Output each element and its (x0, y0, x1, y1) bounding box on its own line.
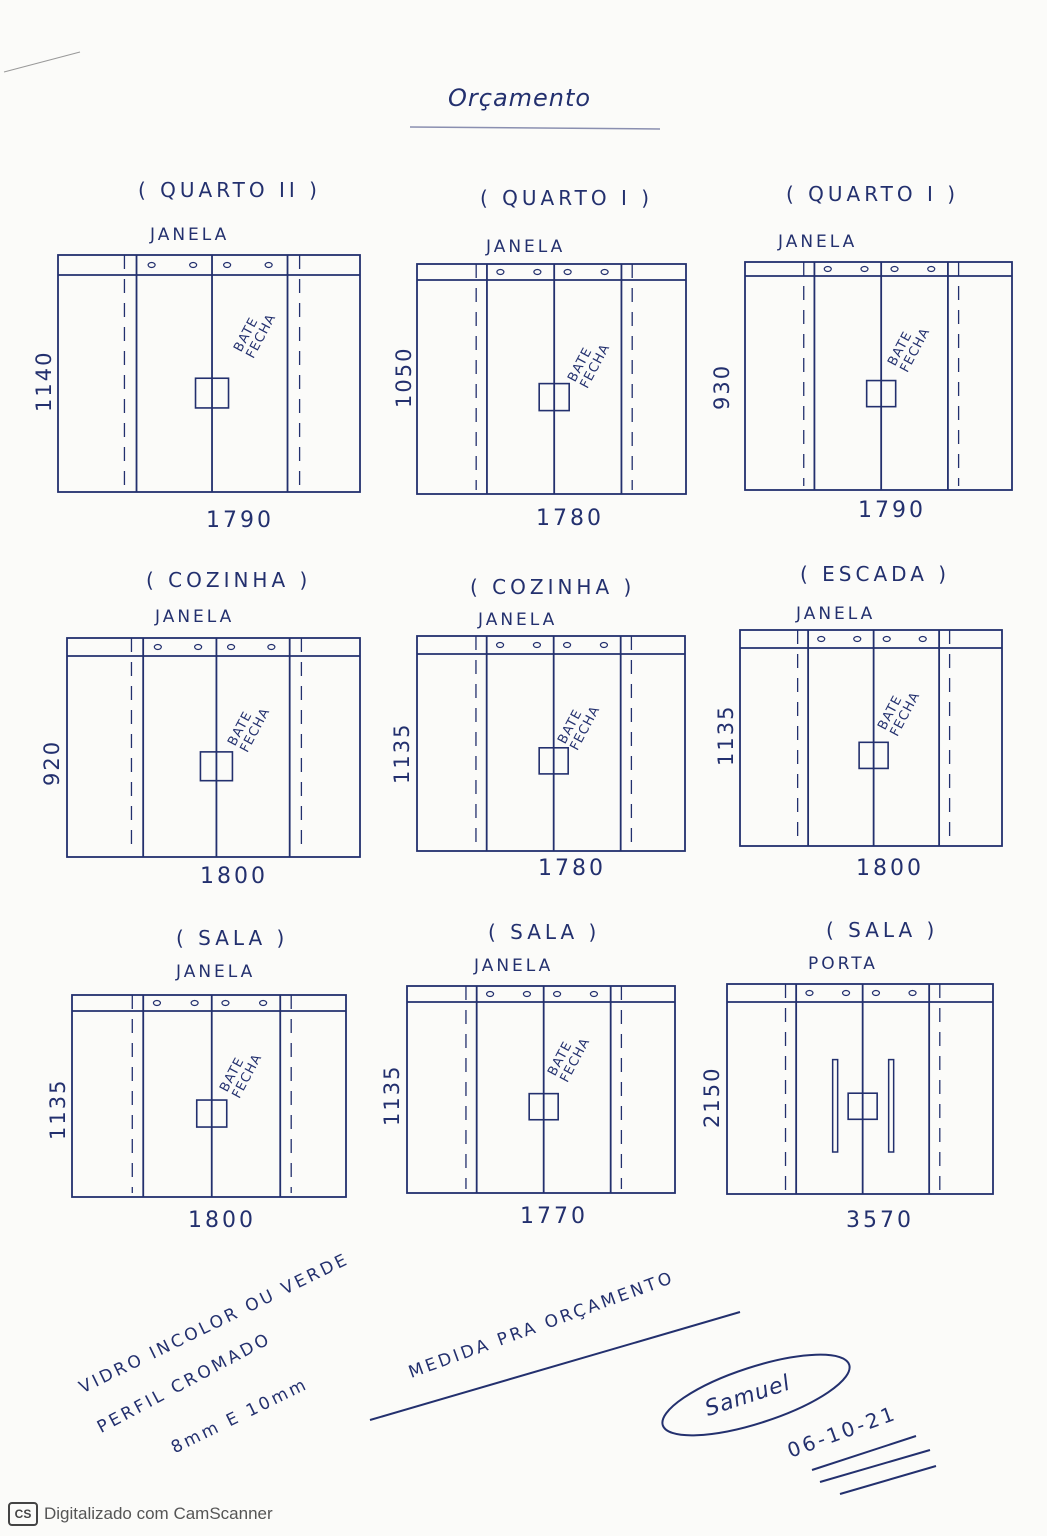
width-dimension: 1770 (520, 1204, 588, 1229)
width-dimension: 1790 (206, 508, 274, 533)
room-label: ( SALA ) (488, 920, 601, 944)
room-label: ( SALA ) (826, 918, 939, 942)
room-label: ( QUARTO I ) (480, 186, 654, 210)
window-sketch (416, 635, 686, 852)
door-sketch (726, 983, 994, 1195)
window-sketch (744, 261, 1013, 491)
page-heading: Orçamento (448, 84, 592, 112)
window-sketch (66, 637, 361, 858)
width-dimension: 1780 (536, 506, 604, 531)
window-sketch (71, 994, 347, 1198)
kind-label: JANELA (486, 237, 566, 257)
kind-label: JANELA (778, 232, 858, 252)
camscanner-logo-icon: CS (8, 1502, 38, 1526)
scanner-footer: CS Digitalizado com CamScanner (8, 1502, 273, 1526)
width-dimension: 1780 (538, 856, 606, 881)
room-label: ( ESCADA ) (800, 562, 951, 586)
kind-label: JANELA (474, 956, 554, 976)
footer-text: Digitalizado com CamScanner (44, 1504, 273, 1523)
window-sketch (739, 629, 1003, 847)
room-label: ( SALA ) (176, 926, 289, 950)
kind-label: PORTA (808, 954, 878, 974)
room-label: ( QUARTO II ) (138, 178, 321, 202)
kind-label: JANELA (155, 607, 235, 627)
width-dimension: 1800 (200, 864, 268, 889)
width-dimension: 1800 (188, 1208, 256, 1233)
kind-label: JANELA (796, 604, 876, 624)
room-label: ( QUARTO I ) (786, 182, 960, 206)
width-dimension: 1800 (856, 856, 924, 881)
width-dimension: 1790 (858, 498, 926, 523)
kind-label: JANELA (176, 962, 256, 982)
width-dimension: 3570 (846, 1208, 914, 1233)
window-sketch (57, 254, 361, 493)
room-label: ( COZINHA ) (146, 568, 312, 592)
window-sketch (416, 263, 687, 495)
kind-label: JANELA (478, 610, 558, 630)
window-sketch (406, 985, 676, 1194)
kind-label: JANELA (150, 225, 230, 245)
room-label: ( COZINHA ) (470, 575, 636, 599)
